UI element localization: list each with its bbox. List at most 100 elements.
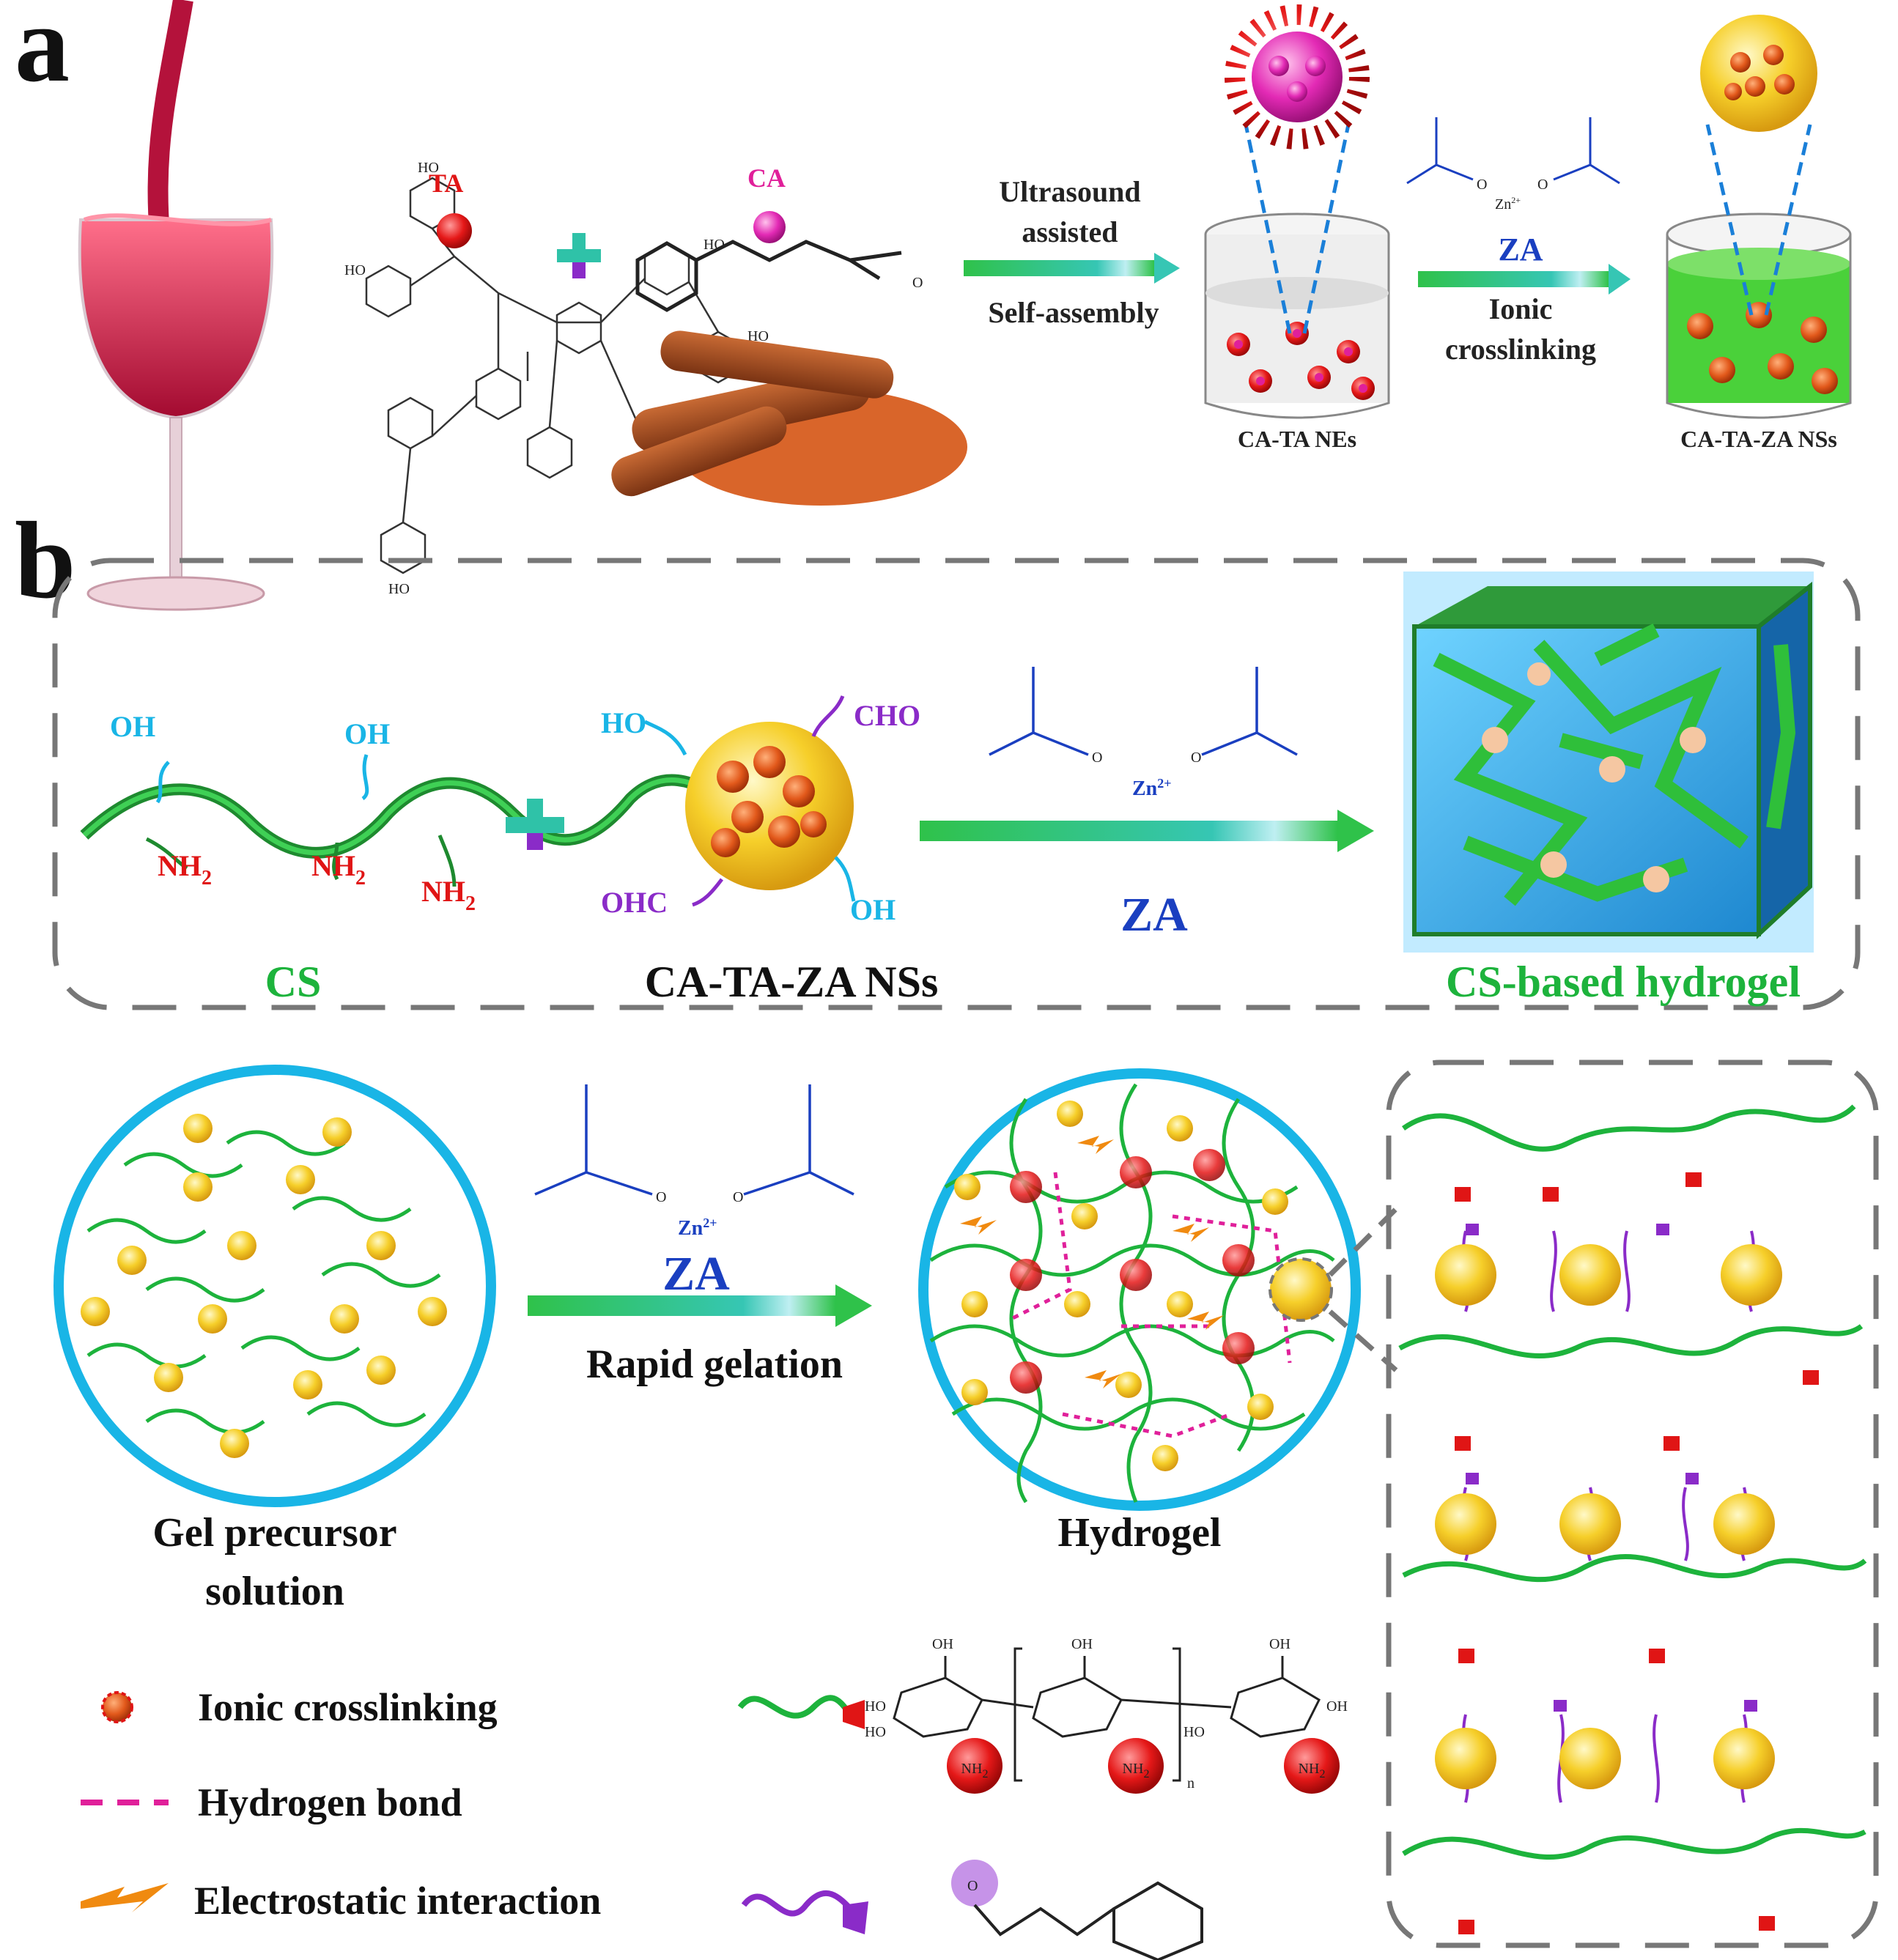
cinnamaldehyde-structure xyxy=(973,1881,1203,1960)
struct-nh2-2: NH2 xyxy=(1123,1761,1150,1780)
nanoemulsion-particles xyxy=(1227,322,1375,400)
precursor-label-line2: solution xyxy=(205,1569,344,1614)
ca-pink-sphere xyxy=(753,211,786,243)
struct-ho-2: HO xyxy=(865,1724,886,1740)
legend-hbond-label: Hydrogen bond xyxy=(198,1780,462,1824)
za-o-p-left: O xyxy=(656,1189,666,1205)
step1-line2: assisted xyxy=(1022,215,1118,248)
za-o-b-left: O xyxy=(1092,750,1102,766)
nanosphere-particles xyxy=(1687,302,1838,394)
struct-n-subscript: n xyxy=(1187,1775,1194,1791)
network-zoom-box xyxy=(1386,1059,1879,1948)
ns-nanosphere xyxy=(643,695,856,907)
network-chains xyxy=(1398,1104,1867,1860)
hydrogel-cube-image xyxy=(1403,572,1814,953)
ultrasound-arrow xyxy=(964,260,1154,276)
za-arrow-b xyxy=(920,821,1337,841)
beaker1-label: CA-TA NEs xyxy=(1238,426,1356,452)
za-zn-b: Zn2+ xyxy=(1132,776,1172,800)
gelation-arrow xyxy=(528,1295,835,1316)
ta-label: TA xyxy=(429,169,463,198)
ns-ohc: OHC xyxy=(601,886,668,919)
step1-line3: Self-assembly xyxy=(988,296,1159,329)
za-zn-process: Zn2+ xyxy=(678,1216,717,1240)
hydrogel-electrostatic-marks xyxy=(960,1136,1224,1388)
hydrogel-zoom-focus xyxy=(1269,1257,1333,1322)
legend-ionic-icon xyxy=(101,1691,133,1723)
hydrogel-cube-label: CS-based hydrogel xyxy=(1446,958,1801,1006)
cs-nh2-3: NH2 xyxy=(421,875,476,915)
ultrasound-arrowhead xyxy=(1154,253,1180,284)
nh2-ball-3 xyxy=(1284,1738,1340,1794)
legend-ca-endgroup-icon xyxy=(843,1901,868,1934)
za-structure-a xyxy=(1406,117,1620,185)
zoom-dashed-lines-1 xyxy=(1244,124,1351,334)
precursor-chains xyxy=(86,1130,441,1435)
zoom-connector-lines xyxy=(1328,1207,1398,1372)
beaker-ca-ta-nes xyxy=(1204,212,1390,419)
cs-nh2-1: NH2 xyxy=(158,849,212,890)
struct-oh-1: OH xyxy=(932,1636,953,1652)
ns-ho: HO xyxy=(601,706,646,739)
hydrogel-label: Hydrogel xyxy=(1058,1510,1222,1556)
step1-line1: Ultrasound xyxy=(999,175,1140,208)
cinnamaldehyde-o: O xyxy=(967,1878,978,1894)
ionic-arrowhead xyxy=(1609,264,1631,295)
precursor-nanospheres xyxy=(81,1114,447,1458)
za-label-b: ZA xyxy=(1120,888,1188,942)
legend-ca-linker-icon xyxy=(741,1890,860,1918)
nanosphere-zoom-view xyxy=(1700,15,1817,132)
ta-red-sphere xyxy=(437,213,472,248)
cinnamon-image xyxy=(611,330,967,506)
carbonyl-o-label: O xyxy=(912,275,923,291)
panel-a-label: a xyxy=(15,0,70,105)
za-label-process: ZA xyxy=(662,1247,730,1301)
za-label-a: ZA xyxy=(1498,232,1543,267)
legend-cs-chain-icon xyxy=(737,1695,856,1720)
za-structure-b xyxy=(989,667,1298,756)
ns-label: CA-TA-ZA NSs xyxy=(645,958,939,1006)
struct-oh-end: OH xyxy=(1326,1698,1348,1715)
ta-molecule-structure xyxy=(365,177,742,574)
nh2-ball-1 xyxy=(947,1738,1002,1794)
ta-hydroxyl-labels: HO HO HO HO HO xyxy=(344,160,769,597)
za-arrowhead-b xyxy=(1337,810,1374,852)
svg-text:HO: HO xyxy=(388,581,410,597)
panel-b-label: b xyxy=(15,500,75,621)
ca-label: CA xyxy=(747,163,786,193)
cs-oh-2: OH xyxy=(344,717,390,750)
network-endgroups xyxy=(1455,1172,1819,1934)
struct-oh-3: OH xyxy=(1269,1636,1290,1652)
step2-line2: crosslinking xyxy=(1445,333,1596,366)
chitosan-structure xyxy=(893,1647,1321,1782)
svg-text:HO: HO xyxy=(344,262,366,278)
ns-oh: OH xyxy=(850,893,896,926)
step2-line1: Ionic xyxy=(1489,292,1553,325)
struct-nh2-1: NH2 xyxy=(961,1761,989,1780)
svg-text:HO: HO xyxy=(418,160,439,176)
ionic-arrow xyxy=(1418,271,1609,287)
legend-ionic-label: Ionic crosslinking xyxy=(198,1685,498,1729)
precursor-circle xyxy=(53,1065,496,1507)
cinnamaldehyde-o-ball xyxy=(951,1860,998,1907)
hydrogel-ionic-crosslinks xyxy=(1010,1149,1255,1394)
legend-cs-endgroup-icon xyxy=(843,1700,865,1729)
gelation-arrowhead xyxy=(835,1284,872,1327)
legend-electrostatic-icon xyxy=(81,1883,169,1912)
struct-oh-2: OH xyxy=(1071,1636,1093,1652)
cs-nh2-2: NH2 xyxy=(311,849,366,890)
cs-oh-1: OH xyxy=(110,710,155,743)
ca-molecule-structure xyxy=(635,240,902,312)
panel-b-top-dashed-box xyxy=(52,558,1861,1010)
struct-ho-1: HO xyxy=(865,1698,886,1715)
za-o-b-right: O xyxy=(1191,750,1201,766)
hydrogel-hbond-lines xyxy=(1010,1172,1292,1438)
beaker2-label: CA-TA-ZA NSs xyxy=(1680,426,1837,452)
za-o-p-right: O xyxy=(733,1189,743,1205)
za-o-left: O xyxy=(1477,177,1487,193)
hydrogel-nanospheres xyxy=(954,1101,1288,1471)
struct-ho-3: HO xyxy=(1184,1724,1205,1740)
ns-cho: CHO xyxy=(854,699,920,732)
svg-text:HO: HO xyxy=(747,328,769,344)
